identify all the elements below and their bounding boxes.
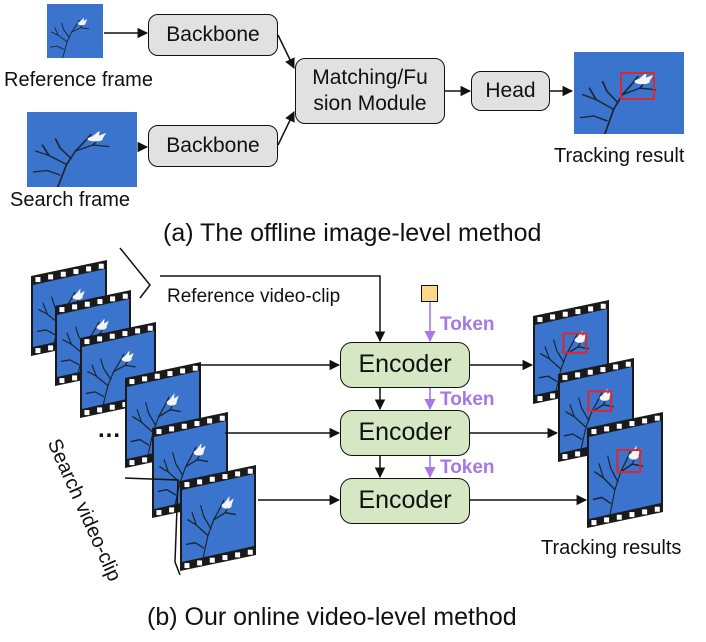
head-label: Head — [485, 78, 536, 102]
tracking-bbox — [620, 72, 655, 100]
clip-brackets — [119, 247, 181, 576]
search-frame-label: Search frame — [10, 189, 131, 211]
token-square — [421, 285, 438, 302]
matching-fusion-box: Matching/Fu sion Module — [295, 58, 445, 124]
tracking-result-label: Tracking result — [554, 145, 685, 167]
output-frame-3 — [587, 412, 663, 528]
tracking-result-image — [574, 52, 684, 134]
search-clip-frame-3 — [180, 465, 256, 571]
reference-clip-bracket — [119, 247, 151, 299]
matching-line-2: sion Module — [313, 92, 427, 115]
backbone-box-1: Backbone — [148, 14, 278, 56]
encoder-3-label: Encoder — [358, 486, 452, 515]
backbone-box-2: Backbone — [148, 125, 278, 167]
reference-frame-image — [47, 4, 103, 58]
caption-b: (b) Our online video-level method — [147, 603, 517, 631]
tracking-results-label: Tracking results — [541, 537, 682, 559]
backbone-2-label: Backbone — [166, 133, 260, 157]
encoder-2-label: Encoder — [358, 418, 452, 447]
video-clips — [31, 260, 663, 571]
search-clip-bracket — [124, 477, 181, 576]
token-label-1: Token — [440, 314, 495, 335]
search-frame-image — [27, 112, 137, 187]
backbone-1-label: Backbone — [166, 22, 260, 46]
token-label-3: Token — [440, 457, 495, 478]
reference-frame-label: Reference frame — [4, 69, 153, 91]
head-box: Head — [471, 71, 550, 111]
encoder-box-1: Encoder — [340, 342, 470, 388]
encoder-box-2: Encoder — [340, 410, 470, 456]
bottom-arrows — [160, 275, 588, 506]
top-arrows — [104, 27, 574, 153]
ellipsis: ... — [98, 416, 122, 443]
caption-a: (a) The offline image-level method — [163, 219, 542, 247]
token-label-2: Token — [440, 389, 495, 410]
encoder-box-3: Encoder — [340, 478, 470, 524]
encoder-1-label: Encoder — [358, 350, 452, 379]
reference-clip-label: Reference video-clip — [167, 286, 341, 307]
matching-line-1: Matching/Fu — [312, 65, 428, 89]
